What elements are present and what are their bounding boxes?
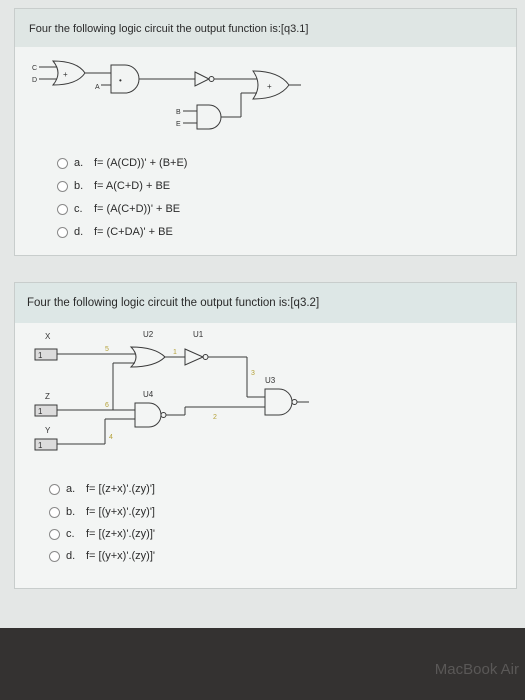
q2-label-u2: U2 bbox=[143, 330, 154, 339]
q1-or-gate-symbol: + bbox=[63, 70, 68, 79]
option-letter: a. bbox=[66, 483, 76, 495]
radio-button[interactable] bbox=[49, 483, 60, 495]
radio-button[interactable] bbox=[49, 528, 60, 540]
option-text: f= [(y+x)'.(zy)]' bbox=[86, 550, 155, 562]
option-text: f= [(y+x)'.(zy)'] bbox=[86, 506, 155, 518]
browser-screen: Four the following logic circuit the out… bbox=[0, 0, 525, 628]
option-letter: b. bbox=[66, 506, 76, 518]
q1-label-b: B bbox=[176, 109, 181, 116]
radio-button[interactable] bbox=[57, 226, 68, 238]
q2-label-u4: U4 bbox=[143, 390, 154, 399]
q2-label-z: Z bbox=[45, 392, 50, 401]
option-text: f= A(C+D) + BE bbox=[94, 180, 171, 192]
q1-label-e: E bbox=[176, 121, 181, 128]
option-letter: c. bbox=[74, 203, 83, 215]
q1-option-c[interactable]: c. f= (A(C+D))' + BE bbox=[57, 201, 180, 217]
question-1-circuit-diagram: C D + A • + B E bbox=[32, 60, 301, 130]
q2-pin-4: 4 bbox=[109, 434, 113, 441]
laptop-bezel: MacBook Air bbox=[0, 628, 525, 700]
question-2-card: Four the following logic circuit the out… bbox=[14, 282, 517, 589]
q2-label-u1: U1 bbox=[193, 330, 204, 339]
option-letter: c. bbox=[66, 528, 75, 540]
question-2-circuit-diagram: X U2 U1 5 1 3 U3 Z U4 6 2 Y 4 1 1 1 bbox=[34, 330, 309, 451]
q1-option-d[interactable]: d. f= (C+DA)' + BE bbox=[57, 224, 173, 240]
q1-label-d: D bbox=[32, 77, 37, 84]
question-1-card: Four the following logic circuit the out… bbox=[14, 8, 517, 256]
q2-pin-5: 5 bbox=[105, 346, 109, 353]
option-text: f= (A(C+D))' + BE bbox=[94, 203, 181, 215]
q2-pin-1: 1 bbox=[173, 349, 177, 356]
q2-option-c[interactable]: c. f= [(z+x)'.(zy)]' bbox=[49, 526, 155, 542]
brand-logo-text: MacBook Air bbox=[434, 661, 519, 678]
q1-label-a: A bbox=[95, 84, 100, 91]
radio-button[interactable] bbox=[49, 550, 60, 562]
radio-button[interactable] bbox=[49, 506, 60, 518]
question-1-title: Four the following logic circuit the out… bbox=[29, 23, 309, 35]
q2-label-x: X bbox=[45, 332, 51, 341]
q1-option-a[interactable]: a. f= (A(CD))' + (B+E) bbox=[57, 155, 187, 171]
option-letter: b. bbox=[74, 180, 84, 192]
q2-label-u3: U3 bbox=[265, 376, 276, 385]
radio-button[interactable] bbox=[57, 157, 68, 169]
option-letter: d. bbox=[74, 226, 84, 238]
q2-option-a[interactable]: a. f= [(z+x)'.(zy)'] bbox=[49, 481, 155, 497]
question-1-header: Four the following logic circuit the out… bbox=[15, 9, 516, 47]
option-letter: d. bbox=[66, 550, 76, 562]
q2-pin-3: 3 bbox=[251, 370, 255, 377]
q2-label-y: Y bbox=[45, 426, 51, 435]
q1-option-b[interactable]: b. f= A(C+D) + BE bbox=[57, 178, 170, 194]
option-letter: a. bbox=[74, 157, 84, 169]
option-text: f= [(z+x)'.(zy)]' bbox=[86, 528, 155, 540]
radio-button[interactable] bbox=[57, 203, 68, 215]
option-text: f= (C+DA)' + BE bbox=[94, 226, 173, 238]
option-text: f= [(z+x)'.(zy)'] bbox=[86, 483, 155, 495]
option-text: f= (A(CD))' + (B+E) bbox=[94, 157, 188, 169]
q2-switch-z-value: 1 bbox=[38, 407, 43, 416]
q1-and-gate-symbol: • bbox=[119, 76, 122, 85]
question-2-header: Four the following logic circuit the out… bbox=[15, 283, 516, 323]
q1-label-c: C bbox=[32, 65, 37, 72]
q2-switch-y-value: 1 bbox=[38, 441, 43, 450]
q2-switch-x-value: 1 bbox=[38, 351, 43, 360]
question-2-title: Four the following logic circuit the out… bbox=[27, 297, 320, 309]
radio-button[interactable] bbox=[57, 180, 68, 192]
q1-or-gate-2-symbol: + bbox=[267, 82, 272, 91]
q2-pin-2: 2 bbox=[213, 414, 217, 421]
q2-option-b[interactable]: b. f= [(y+x)'.(zy)'] bbox=[49, 504, 155, 520]
q2-option-d[interactable]: d. f= [(y+x)'.(zy)]' bbox=[49, 548, 155, 564]
q2-pin-6: 6 bbox=[105, 402, 109, 409]
